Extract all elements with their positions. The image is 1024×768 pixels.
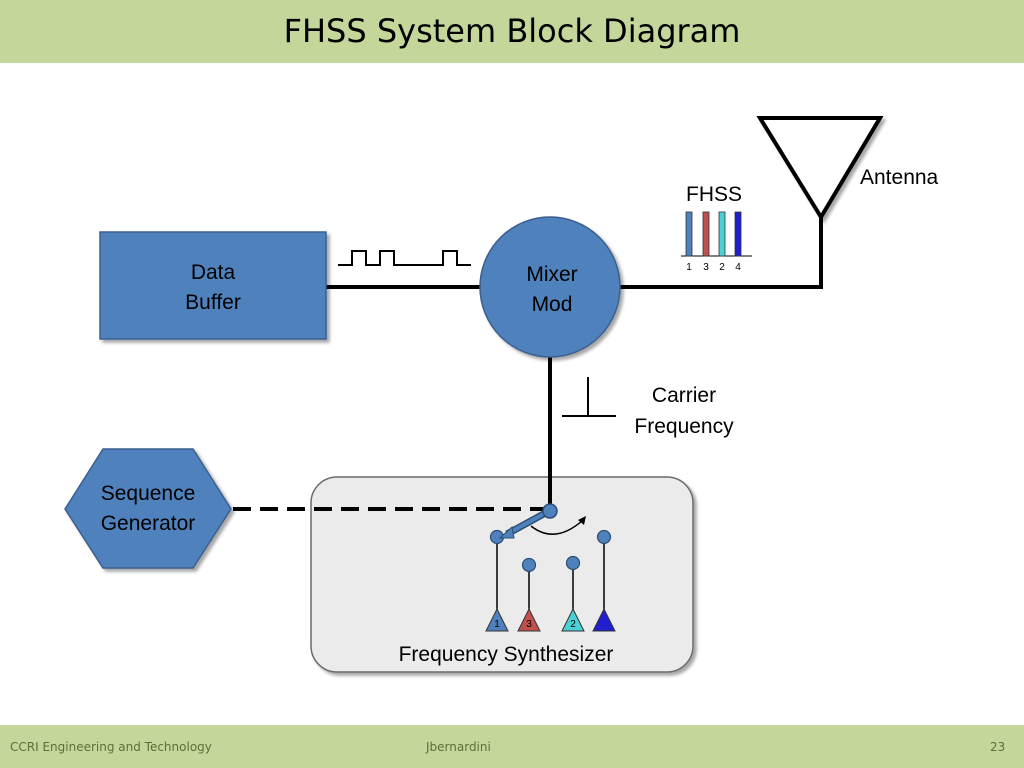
oscillator-source-icon (517, 607, 541, 632)
spectrum-bar-label: 2 (719, 262, 725, 273)
carrier-line1: Carrier (652, 384, 716, 407)
mixer-line1: Mixer (526, 263, 577, 286)
sequence-generator-line1: Sequence (101, 482, 196, 505)
oscillator-source-icon (485, 607, 509, 632)
oscillator-label: 1 (494, 619, 500, 630)
oscillator-source-icon (592, 607, 616, 632)
title-bar (0, 0, 1024, 63)
carrier-line2: Frequency (634, 415, 734, 438)
oscillator-source-icon (561, 607, 585, 632)
spectrum-bar-1 (685, 211, 693, 257)
mixer-line2: Mod (532, 293, 573, 316)
oscillator-contact (596, 529, 612, 545)
antenna-label: Antenna (860, 166, 939, 189)
footer-left: CCRI Engineering and Technology (10, 740, 212, 754)
spectrum-bar-label: 4 (735, 262, 741, 273)
oscillators: 1 3 2 (485, 529, 616, 632)
data-buffer-block (99, 231, 327, 340)
switch-pivot (542, 503, 558, 519)
switch-arm-fill (506, 509, 550, 536)
spectrum-bar-label: 1 (686, 262, 692, 273)
oscillator-contact (565, 555, 581, 571)
spectrum-bar-4 (734, 211, 742, 257)
synthesizer-label: Frequency Synthesizer (399, 643, 614, 666)
sequence-generator-block (64, 448, 232, 569)
spectrum-bar-2 (702, 211, 710, 257)
fhss-label: FHSS (686, 183, 742, 206)
spectrum-bar-3 (718, 211, 726, 257)
spectrum-bar-label: 3 (703, 262, 709, 273)
page-number: 23 (990, 740, 1006, 754)
footer-bar (0, 725, 1024, 768)
oscillator-label: 3 (526, 619, 532, 630)
antenna-icon (756, 116, 884, 221)
switch-arrowhead-icon (498, 526, 515, 539)
digital-waveform-icon (338, 250, 471, 266)
sequence-generator-line2: Generator (101, 512, 196, 535)
oscillator-label: 2 (570, 619, 576, 630)
oscillator-contact (521, 557, 537, 573)
switch-rotation-arc (530, 519, 584, 535)
footer-center: Jbernardini (426, 740, 491, 754)
slide-title: FHSS System Block Diagram (283, 12, 741, 50)
rotation-arrowhead-icon (578, 516, 586, 525)
data-buffer-line1: Data (191, 261, 236, 284)
mixer-mod-block (479, 216, 621, 358)
data-buffer-line2: Buffer (185, 291, 241, 314)
